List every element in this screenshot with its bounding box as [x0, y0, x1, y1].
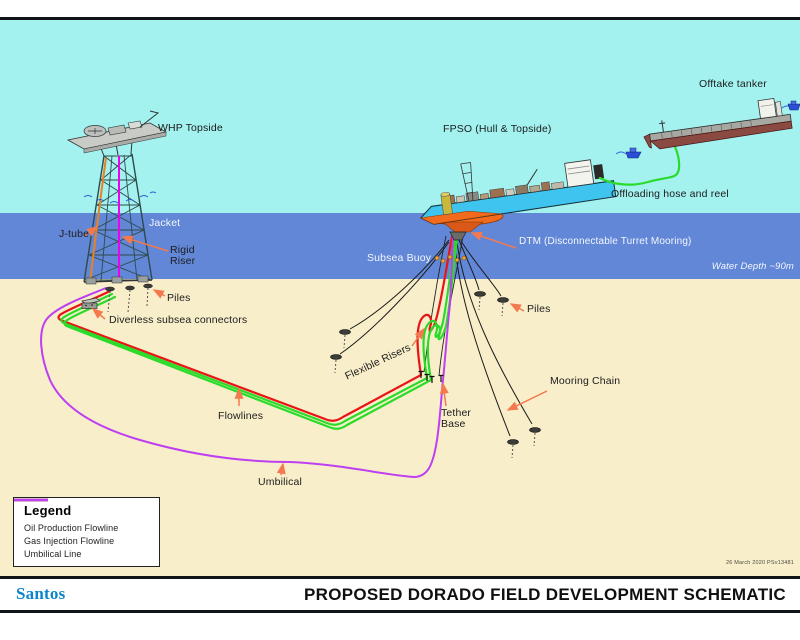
tug-boat — [781, 100, 800, 111]
offloading-hose-line — [598, 138, 681, 186]
tether-base-arrow — [439, 382, 449, 407]
rigid-riser-arrow — [121, 235, 169, 252]
mooring-chains — [339, 239, 533, 437]
legend-item-label: Umbilical Line — [24, 549, 82, 559]
tether-base-anchors — [418, 370, 444, 383]
label-offtake-tanker: Offtake tanker — [699, 78, 767, 90]
pile — [529, 427, 541, 447]
label-piles-left: Piles — [167, 292, 191, 304]
fpso-crane-icon — [526, 168, 538, 186]
j-tube-line — [89, 157, 107, 283]
label-j-tube: J-tube — [59, 228, 90, 240]
label-mooring-chain: Mooring Chain — [550, 375, 621, 387]
fpso-flare-tower — [460, 162, 474, 202]
label-fpso: FPSO (Hull & Topside) — [443, 123, 552, 135]
label-water-depth: Water Depth ~90m — [711, 261, 794, 272]
whp-mudmats — [83, 275, 153, 285]
whp-platform — [66, 110, 168, 313]
label-whp-topside: WHP Topside — [158, 122, 223, 134]
fpso-deck-modules — [443, 181, 565, 205]
legend-title: Legend — [24, 503, 72, 518]
drawing-title: PROPOSED DORADO FIELD DEVELOPMENT SCHEMA… — [303, 585, 786, 604]
label-flowlines: Flowlines — [218, 410, 264, 422]
label-piles-right: Piles — [527, 303, 551, 315]
piles-right-arrow — [509, 303, 525, 313]
sky-background — [0, 20, 800, 213]
offtake-tanker — [643, 98, 793, 150]
helipad-icon — [83, 125, 107, 137]
schematic-scene: WHP Topside FPSO (Hull & Topside) Offtak… — [0, 20, 800, 576]
legend-swatch-umbilical — [14, 498, 48, 502]
tug-boats — [615, 100, 800, 159]
whp-piles — [105, 283, 153, 313]
plate-note: 26 March 2020 PSv13481 — [726, 560, 794, 566]
label-arrows — [83, 226, 548, 476]
legend-item: Umbilical Line — [14, 498, 151, 559]
label-subsea-buoy: Subsea Buoy — [367, 252, 432, 264]
legend-item: Oil Production Flowline — [14, 498, 151, 533]
oil-production-flowlines — [60, 236, 459, 430]
label-diverless-connectors: Diverless subsea connectors — [109, 314, 248, 326]
legend-item-label: Gas Injection Flowline — [24, 536, 115, 546]
mooring-chain-arrow — [506, 390, 548, 411]
tanker-bow-mast — [659, 120, 666, 133]
footer-title-bar: Santos PROPOSED DORADO FIELD DEVELOPMENT… — [0, 576, 800, 613]
tanker-hatch-ticks — [661, 120, 752, 139]
fpso-superstructure — [564, 159, 605, 188]
pile — [330, 354, 342, 374]
label-jacket: Jacket — [149, 217, 181, 229]
flexible-risers-arrow — [411, 327, 425, 347]
subsea-piles — [330, 291, 541, 459]
fpso-bow-turret — [440, 191, 453, 216]
subsea-buoy-markers — [434, 254, 467, 264]
topside-deck — [66, 110, 168, 157]
pile — [507, 439, 519, 459]
santos-logo: Santos — [16, 584, 66, 603]
diverless-arrow — [91, 308, 106, 320]
subsea-connector — [81, 297, 101, 309]
waterline-splashes — [83, 191, 157, 204]
pile — [474, 291, 486, 311]
label-rigid-riser: Rigid Riser — [170, 244, 196, 268]
legend-box: Legend Oil Production Flowline Gas Injec… — [13, 497, 160, 567]
jtube-arrow — [83, 226, 99, 237]
label-tether-base: Tether Base — [441, 407, 472, 431]
piles-left-arrow — [152, 289, 166, 299]
umbilical-line — [40, 235, 454, 479]
label-umbilical: Umbilical — [258, 476, 302, 488]
tug-boat — [615, 147, 642, 159]
label-offloading-hose: Offloading hose and reel — [611, 188, 729, 200]
top-border-rule — [0, 17, 800, 20]
tanker-superstructure — [757, 98, 783, 119]
legend-item: Gas Injection Flowline — [14, 498, 151, 546]
pile — [339, 329, 351, 349]
umbilical-arrow — [276, 462, 286, 476]
scene-svg — [0, 20, 800, 576]
legend-item-label: Oil Production Flowline — [24, 523, 119, 533]
label-dtm: DTM (Disconnectable Turret Mooring) — [519, 236, 692, 247]
fpso-vessel — [419, 159, 617, 225]
pile — [497, 297, 509, 317]
dtm-arrow — [470, 231, 517, 249]
gas-injection-flowline — [57, 235, 454, 422]
crane-icon — [139, 110, 160, 128]
